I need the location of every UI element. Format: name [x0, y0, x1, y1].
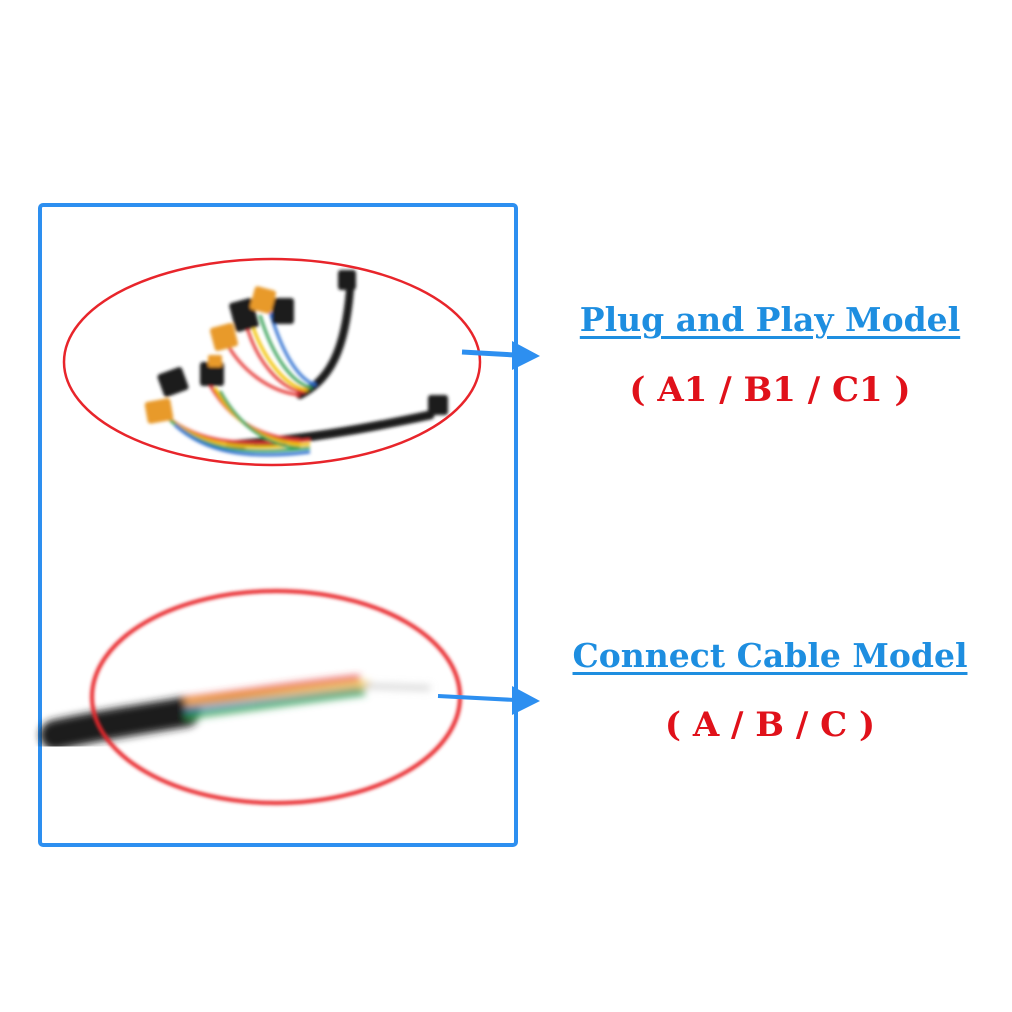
cable-model-arrow [437, 686, 540, 715]
plug-model-title: Plug and Play Model [579, 300, 961, 339]
plug-model-highlight-ellipse [62, 257, 482, 467]
connect-cable-image [40, 675, 431, 750]
product-frame [38, 203, 518, 847]
cable-model-title: Connect Cable Model [572, 636, 968, 675]
plug-model-arrow [461, 341, 540, 370]
plug-model-code: ( A1 / B1 / C1 ) [629, 370, 911, 410]
plug-and-play-harness-image [144, 270, 448, 457]
cable-model-code: ( A / B / C ) [664, 705, 876, 745]
